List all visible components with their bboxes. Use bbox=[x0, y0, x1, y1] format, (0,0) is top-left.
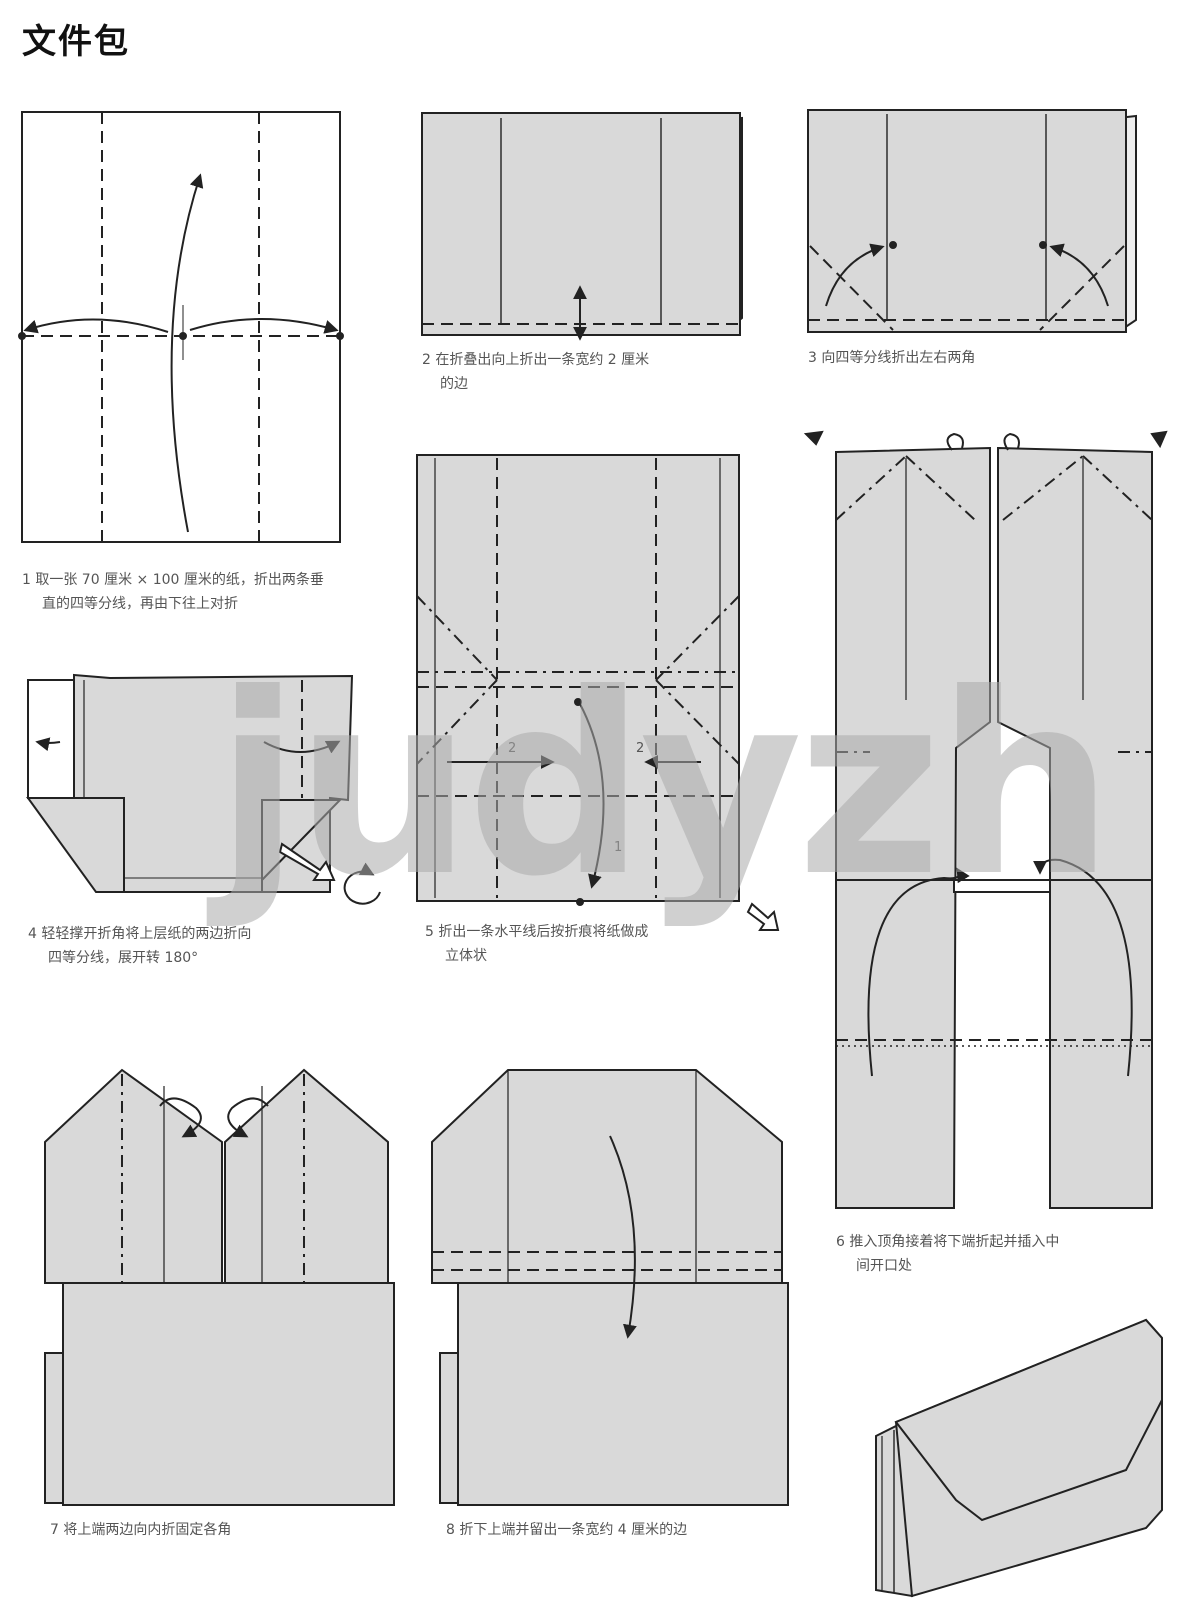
step-4-caption-line1: 4 轻轻撑开折角将上层纸的两边折向 bbox=[28, 926, 252, 942]
step-8-caption: 8 折下上端并留出一条宽约 4 厘米的边 bbox=[446, 1518, 687, 1542]
step-2-caption-line1: 2 在折叠出向上折出一条宽约 2 厘米 bbox=[422, 352, 650, 368]
step-5-mark-right: 2 bbox=[636, 741, 645, 756]
step-5-caption-line1: 5 折出一条水平线后按折痕将纸做成 bbox=[425, 924, 649, 940]
step-7-diagram bbox=[44, 1068, 395, 1506]
step-6-diagram bbox=[803, 430, 1168, 1209]
step-4-caption: 4 轻轻撑开折角将上层纸的两边折向 四等分线，展开转 180° bbox=[28, 922, 251, 970]
step-1-caption-line1: 1 取一张 70 厘米 × 100 厘米的纸，折出两条垂 bbox=[22, 572, 324, 588]
step-8-diagram bbox=[431, 1069, 789, 1506]
final-model-diagram bbox=[875, 1318, 1163, 1598]
step-1-diagram bbox=[18, 111, 344, 543]
step-5-caption-line2: 立体状 bbox=[445, 948, 487, 964]
step-1-caption-line2: 直的四等分线，再由下往上对折 bbox=[42, 596, 238, 612]
step-6-caption-line2: 间开口处 bbox=[856, 1258, 912, 1274]
step-3-diagram bbox=[807, 109, 1137, 333]
step-3-caption-line1: 3 向四等分线折出左右两角 bbox=[808, 350, 976, 366]
step-2-caption: 2 在折叠出向上折出一条宽约 2 厘米 的边 bbox=[422, 348, 649, 396]
step-2-caption-line2: 的边 bbox=[440, 376, 468, 392]
page-title: 文件包 bbox=[22, 22, 130, 62]
step-3-caption: 3 向四等分线折出左右两角 bbox=[808, 346, 975, 370]
step-6-caption-line1: 6 推入顶角接着将下端折起并插入中 bbox=[836, 1234, 1060, 1250]
step-6-caption: 6 推入顶角接着将下端折起并插入中 间开口处 bbox=[836, 1230, 1059, 1278]
step-1-caption: 1 取一张 70 厘米 × 100 厘米的纸，折出两条垂 直的四等分线，再由下往… bbox=[22, 568, 324, 616]
step-7-caption: 7 将上端两边向内折固定各角 bbox=[50, 1518, 231, 1542]
step-5-caption: 5 折出一条水平线后按折痕将纸做成 立体状 bbox=[425, 920, 648, 968]
step-4-caption-line2: 四等分线，展开转 180° bbox=[48, 950, 199, 966]
step-5-diagram bbox=[416, 454, 780, 931]
step-7-caption-line1: 7 将上端两边向内折固定各角 bbox=[50, 1522, 232, 1538]
step-2-diagram bbox=[421, 112, 743, 341]
step-5-mark-left: 2 bbox=[508, 741, 517, 756]
step-4-diagram bbox=[26, 673, 381, 905]
step-5-mark-fold: 1 bbox=[614, 840, 623, 855]
step-8-caption-line1: 8 折下上端并留出一条宽约 4 厘米的边 bbox=[446, 1522, 688, 1538]
